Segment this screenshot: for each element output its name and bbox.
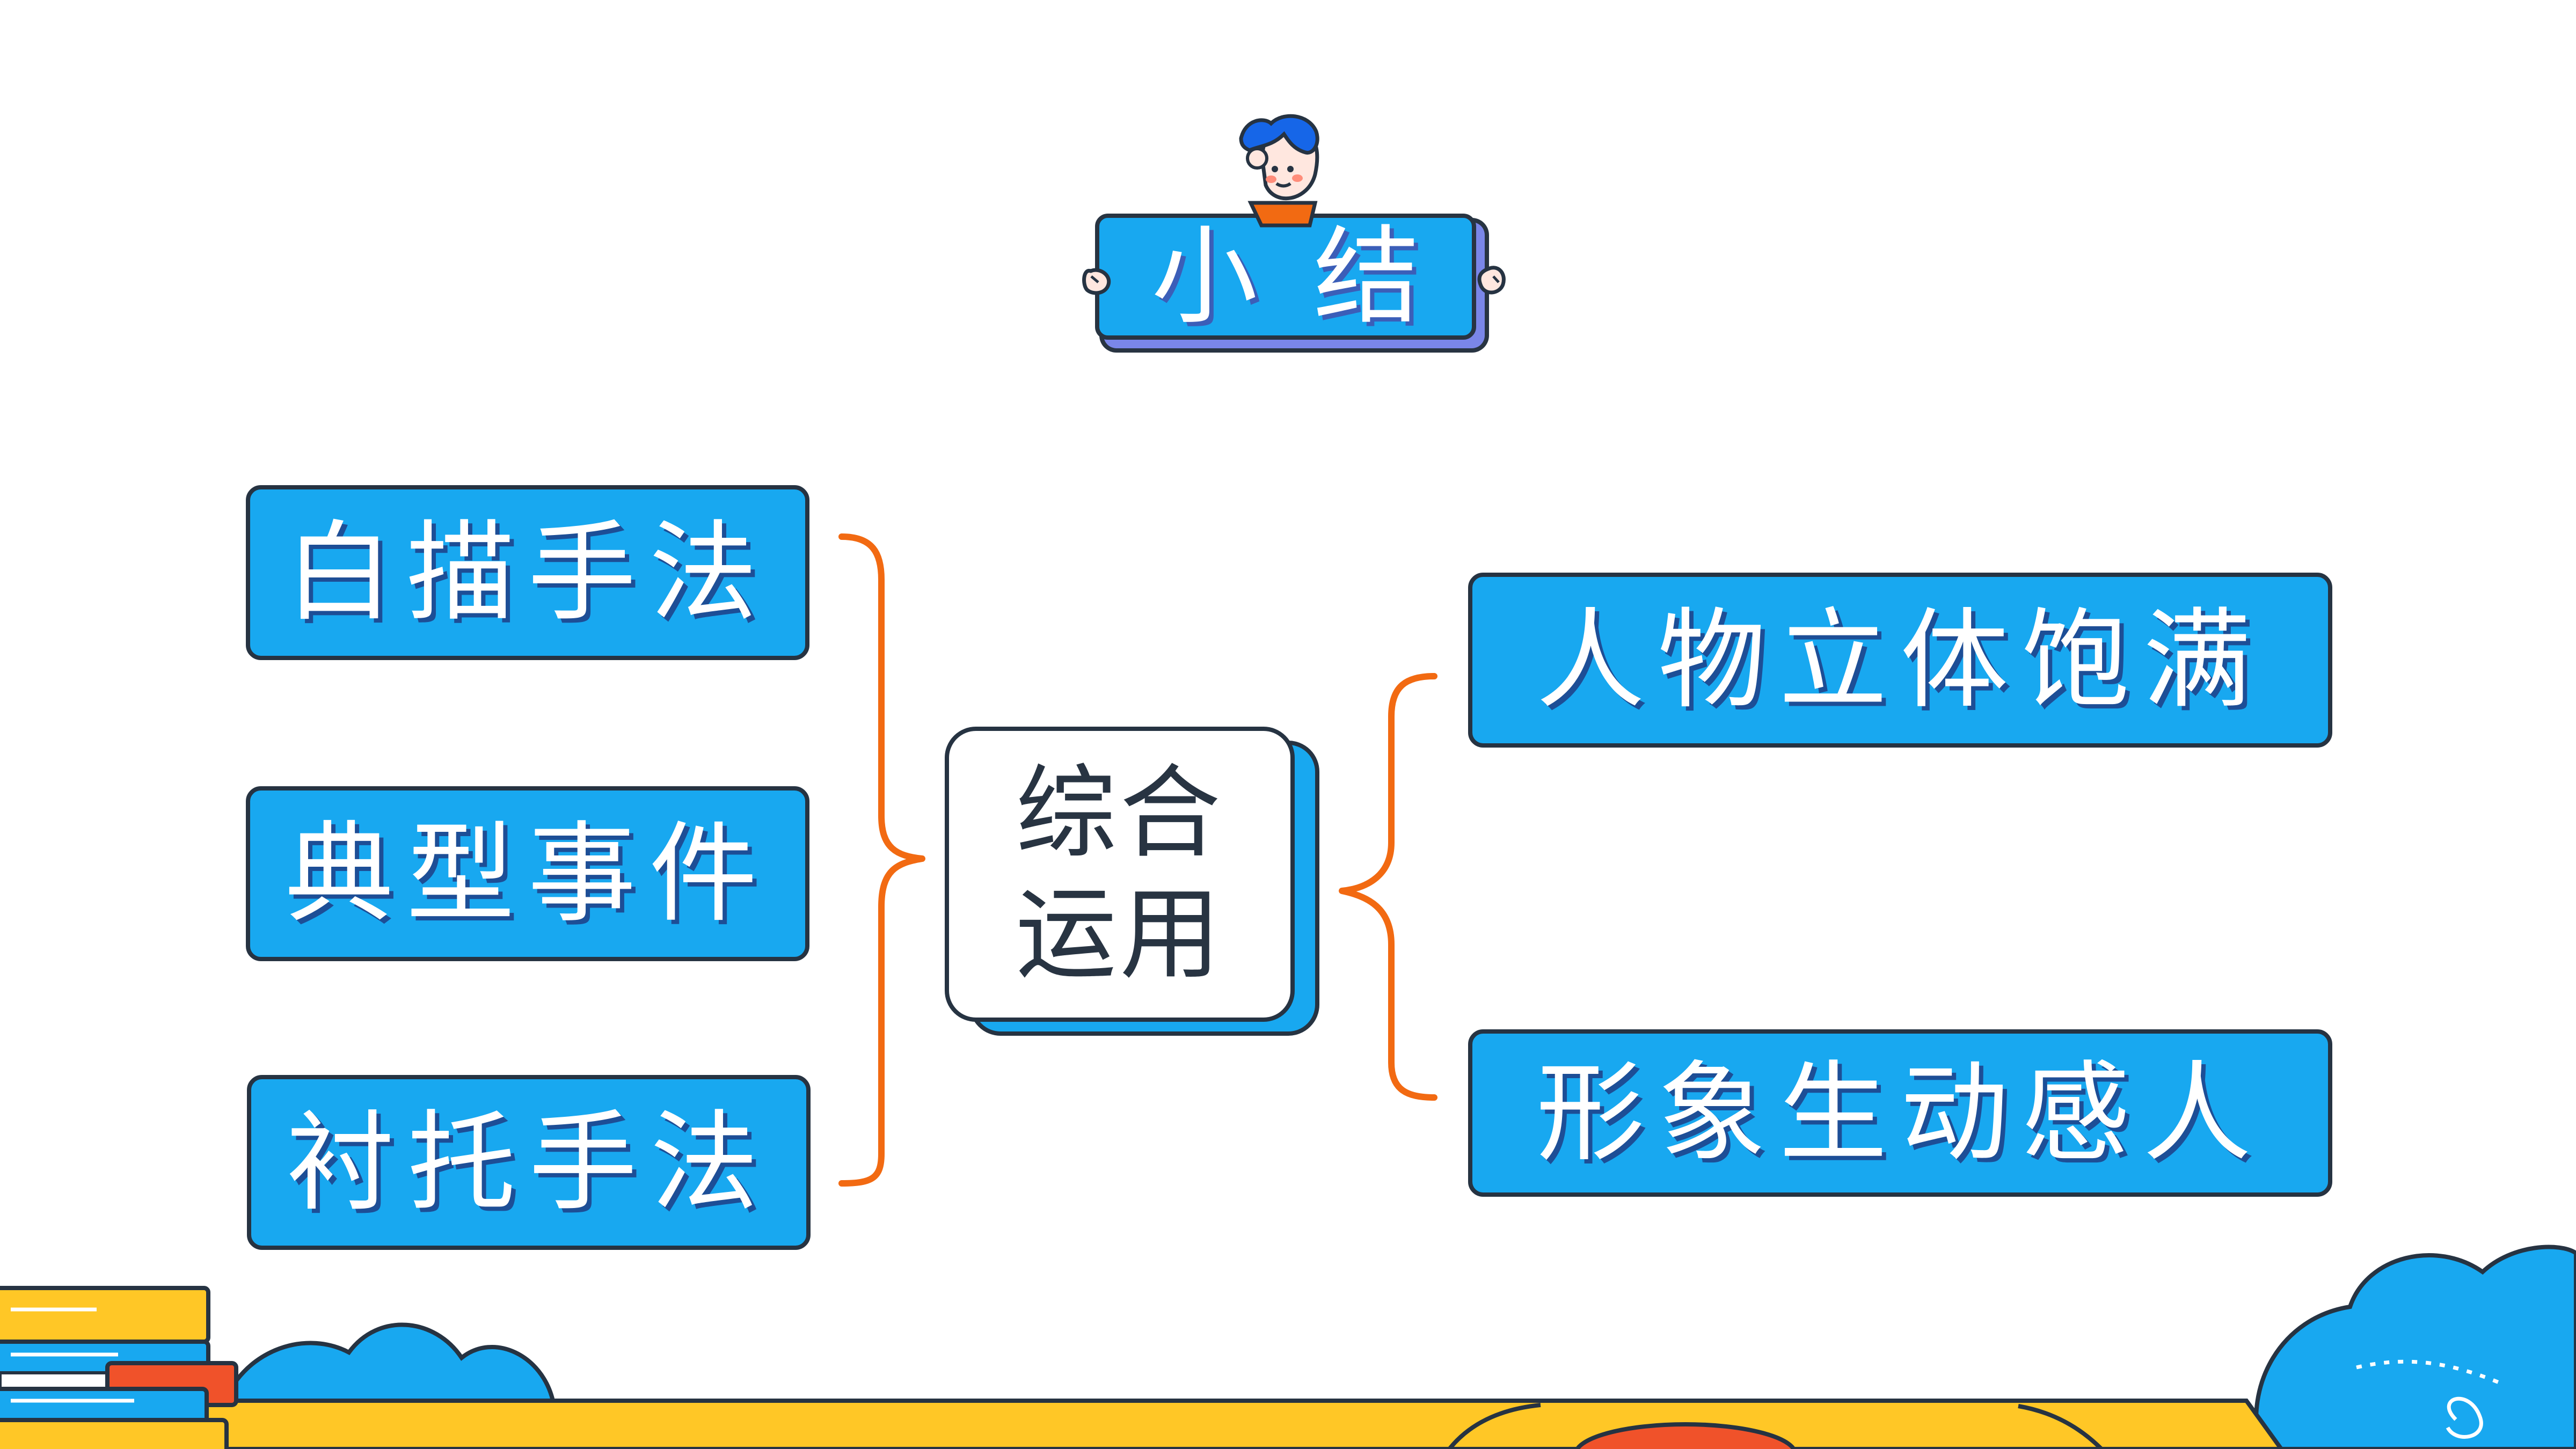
right-cloud-swirl — [2446, 1396, 2483, 1439]
right-item-label-2: 形象生动感人 — [1536, 1050, 2264, 1176]
center-concept-label: 综合 运用 — [1016, 755, 1224, 993]
right-cloud-decoration — [2254, 1245, 2576, 1449]
stacked-books-icon — [0, 1286, 238, 1449]
left-item-box-3: 衬托手法 — [247, 1075, 811, 1250]
cartoon-boy-icon — [1082, 114, 1506, 295]
center-concept-box: 综合 运用 — [945, 727, 1295, 1022]
page-title: 小结 — [1151, 214, 1476, 339]
left-item-label-2: 典型事件 — [285, 810, 770, 937]
bottom-arc — [1447, 1403, 1541, 1449]
left-item-box-2: 典型事件 — [246, 786, 809, 961]
left-item-label-1: 白描手法 — [285, 509, 770, 636]
left-brace-connector — [838, 533, 925, 1187]
left-item-label-3: 衬托手法 — [286, 1099, 771, 1226]
summary-title-board: 小结 — [1095, 214, 1476, 340]
right-item-box-2: 形象生动感人 — [1468, 1029, 2332, 1197]
right-item-box-1: 人物立体饱满 — [1468, 573, 2332, 748]
right-brace-connector — [1339, 673, 1437, 1101]
left-item-box-1: 白描手法 — [246, 485, 809, 660]
right-cloud-dots — [2356, 1359, 2505, 1387]
bottom-arc-right — [2018, 1404, 2103, 1449]
right-item-label-1: 人物立体饱满 — [1536, 597, 2264, 723]
bottom-orange-shape — [1574, 1422, 1797, 1449]
